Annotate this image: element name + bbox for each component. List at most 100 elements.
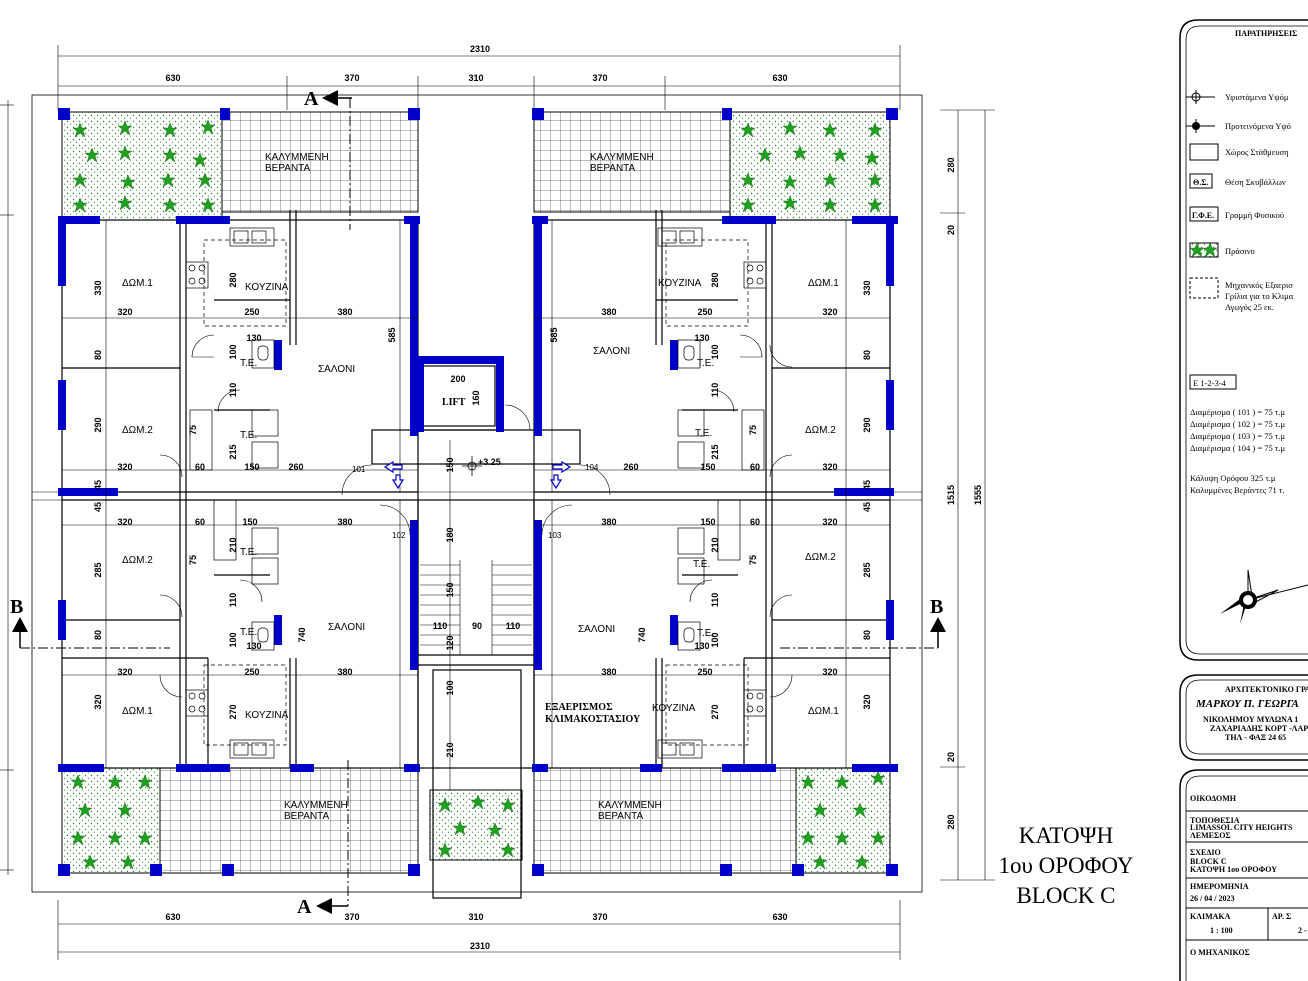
office-address-2: ΖΑΧΑΡΙΑΔΗΣ ΚΟΡΤ -ΛΑΡ <box>1210 724 1308 733</box>
dim-120: 120 <box>445 635 455 650</box>
salon-br: ΣΑΛΟΝΙ <box>578 624 615 635</box>
garden-top-right <box>729 111 891 221</box>
veranda-label-br-1: ΚΑΛΥΜΜΕΝΗ <box>598 800 662 811</box>
building-value: LIMASSOL CITY HEIGHTS <box>1190 823 1293 832</box>
bedroom1-br: ΔΩΜ.1 <box>808 706 839 717</box>
dim-215-b: 215 <box>710 444 720 459</box>
dim-320-c: 320 <box>117 462 132 472</box>
dim-top-1: 630 <box>165 73 180 83</box>
plants <box>70 119 886 870</box>
left-edge-lines <box>0 100 14 875</box>
legend-item-6: Πράσινο <box>1225 246 1255 256</box>
proposed-levels-icon <box>1186 119 1215 133</box>
dim-130-d: 130 <box>694 641 709 651</box>
dim-right-bottom: 280 <box>946 814 956 829</box>
dim-210-b: 210 <box>710 537 720 552</box>
bath-7: Τ.Ε. <box>693 559 710 570</box>
dim-150-a: 150 <box>244 462 259 472</box>
dim-380-f: 380 <box>601 667 616 677</box>
legend-area-104: Διαμέρισμα ( 104 ) = 75 τ.μ <box>1190 443 1285 453</box>
dim-right-gap-top: 20 <box>946 225 956 235</box>
date-value: 26 / 04 / 2023 <box>1190 894 1234 903</box>
entry-arrows <box>383 460 572 490</box>
dim-585-b: 585 <box>549 327 559 342</box>
bottom-dimensions: 630 370 310 370 630 2310 <box>57 900 901 960</box>
dim-45-b: 45 <box>93 502 103 512</box>
dim-top-4: 370 <box>592 73 607 83</box>
kitchen-tl: ΚΟΥΖΙΝΑ <box>245 282 289 293</box>
existing-levels-icon <box>1186 90 1215 104</box>
title-line-2: 1ου ΟΡΟΦΟΥ <box>998 853 1133 878</box>
dim-right-290: 290 <box>862 417 872 432</box>
bedroom2-bl: ΔΩΜ.2 <box>122 555 153 566</box>
legend-tag-os: Θ.Σ. <box>1193 178 1208 187</box>
dim-bottom-3: 310 <box>468 912 483 922</box>
veranda-bottom-left <box>159 767 419 874</box>
dim-250-b: 250 <box>697 307 712 317</box>
dim-270-b: 270 <box>710 704 720 719</box>
legend-item-3: Χώρος Στάθμευση <box>1225 147 1289 157</box>
dim-100-d: 100 <box>710 632 720 647</box>
veranda-top-left <box>221 111 419 213</box>
dim-200: 200 <box>450 374 465 384</box>
dim-bottom-5: 630 <box>772 912 787 922</box>
bath-5: Τ.Ε. <box>697 358 714 369</box>
plan-label: ΣΧΕΔΙΟ <box>1190 848 1221 857</box>
bedroom2-br: ΔΩΜ.2 <box>805 552 836 563</box>
dim-210-a: 210 <box>228 537 238 552</box>
dim-110-a: 110 <box>433 621 448 631</box>
drawing-title: ΚΑΤΟΨΗ 1ου ΟΡΟΦΟΥ BLOCK C <box>998 823 1133 908</box>
dim-180: 180 <box>445 527 455 542</box>
bath-6: Τ.Ε. <box>695 428 712 439</box>
dim-80-b: 80 <box>862 350 872 360</box>
dim-740-b: 740 <box>637 627 647 642</box>
waste-tag-icon <box>1189 173 1213 189</box>
dim-60-c: 60 <box>195 517 205 527</box>
dim-left-285: 285 <box>93 562 103 577</box>
location-value: ΛΕΜΕΣΟΣ <box>1190 831 1231 840</box>
dim-150-stair: 150 <box>445 582 455 597</box>
stair-ventilation-label-2: ΚΛΙΜΑΚΟΣΤΑΣΙΟΥ <box>545 714 641 725</box>
dim-right-top: 280 <box>946 157 956 172</box>
right-dimensions: 280 20 1515 1555 20 280 <box>940 109 995 881</box>
dim-75-b: 75 <box>748 425 758 435</box>
dim-left-330: 330 <box>93 280 103 295</box>
office-name: ΜΑΡΚΟΥ Π. ΓΕΩΡΓΑ <box>1195 698 1299 710</box>
arrow-right-icon <box>552 460 572 474</box>
dim-320-h: 320 <box>822 667 837 677</box>
dim-110-b: 110 <box>506 621 521 631</box>
dim-80-c: 80 <box>93 630 103 640</box>
dim-150-core: 150 <box>445 457 455 472</box>
dim-160: 160 <box>471 390 481 405</box>
dim-320-f: 320 <box>822 517 837 527</box>
dim-215-a: 215 <box>228 444 238 459</box>
dim-320-d: 320 <box>822 462 837 472</box>
dim-bottom-2: 370 <box>344 912 359 922</box>
dim-110-c: 110 <box>228 383 238 398</box>
section-markers: A A B B <box>10 88 946 918</box>
office-panel: ΑΡΧΙΤΕΚΤΟΝΙΚΟ ΓΡΑΦ ΜΑΡΚΟΥ Π. ΓΕΩΡΓΑ ΝΙΚΟ… <box>1179 674 1308 761</box>
veranda-label-tr-1: ΚΑΛΥΜΜΕΝΗ <box>590 152 654 163</box>
apt-101: 101 <box>352 465 366 474</box>
legend-tag-gfe: Γ.Φ.Ε. <box>1192 211 1214 220</box>
scale-label: ΚΛΙΜΑΚΑ <box>1190 912 1231 921</box>
arrow-down-left-icon <box>391 474 405 490</box>
legend-item-7: Μηχανικός Εξαερισ <box>1225 280 1293 290</box>
inner-dimensions: 320 250 380 380 250 320 320 60 150 260 2… <box>62 220 890 790</box>
location-label: ΤΟΠΟΘΕΣΙΑ <box>1190 816 1240 825</box>
engineer-label: Ο ΜΗΧΑΝΙΚΟΣ <box>1190 948 1250 957</box>
veranda-top-right <box>533 111 731 213</box>
dim-380-c: 380 <box>337 517 352 527</box>
dim-110-d: 110 <box>710 383 720 398</box>
vent-swatch-icon <box>1189 277 1219 299</box>
veranda-label-bl-2: ΒΕΡΑΝΤΑ <box>284 811 330 822</box>
stairs <box>420 560 532 655</box>
legend-area-101: Διαμέρισμα ( 101 ) = 75 τ.μ <box>1190 407 1285 417</box>
legend-e-code: Ε 1-2-3-4 <box>1193 378 1227 388</box>
dim-250-a: 250 <box>244 307 259 317</box>
bath-4: Τ.Ε. <box>240 627 257 638</box>
apt-104: 104 <box>585 463 599 472</box>
title-line-3: BLOCK C <box>1016 883 1115 908</box>
dim-380-a: 380 <box>337 307 352 317</box>
